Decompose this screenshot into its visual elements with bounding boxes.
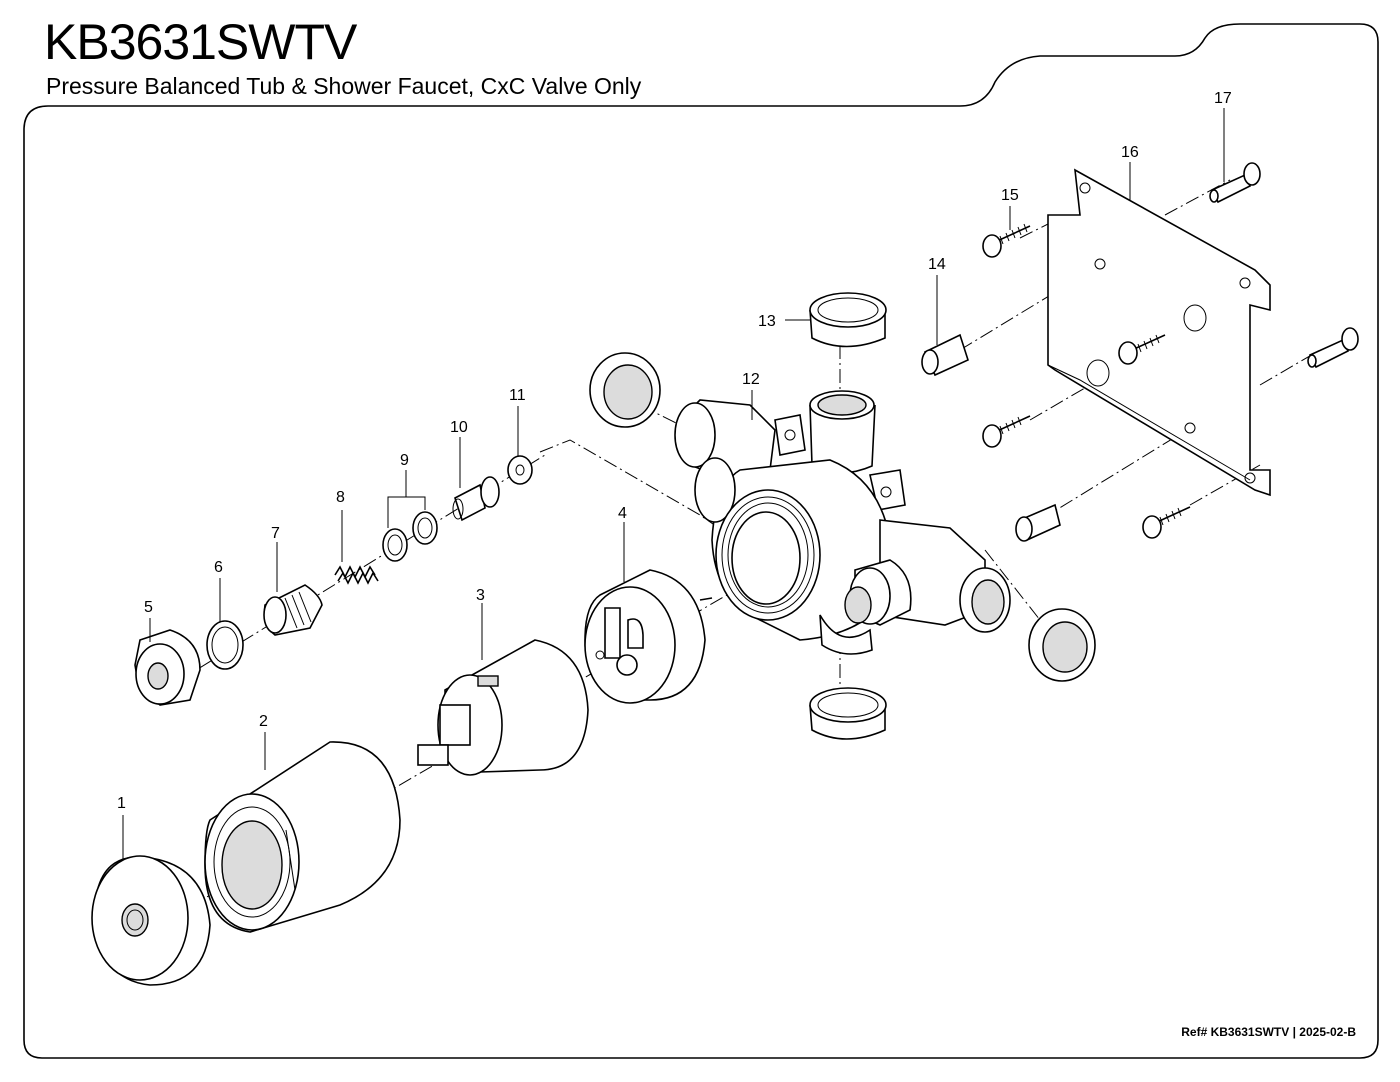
label-part-16: 16 <box>1121 144 1139 161</box>
part-6-oring <box>206 620 244 670</box>
part-5-nut <box>134 629 201 706</box>
part-16-mounting-plate <box>1047 168 1271 497</box>
label-part-13: 13 <box>758 313 776 330</box>
label-part-11: 11 <box>509 387 526 404</box>
screw-bottom <box>1142 506 1191 539</box>
label-part-2: 2 <box>259 713 268 730</box>
adapter-ring-right <box>1028 608 1096 682</box>
screw-middle <box>1118 334 1166 365</box>
part-11-washer <box>507 455 533 485</box>
part-13-adapter-ring <box>809 292 887 348</box>
part-2-sleeve <box>204 741 401 933</box>
model-description: Pressure Balanced Tub & Shower Faucet, C… <box>46 73 642 99</box>
label-part-4: 4 <box>618 505 627 522</box>
label-part-15: 15 <box>1001 187 1019 204</box>
adapter-ring-bottom <box>809 687 887 740</box>
part-1-cap <box>91 855 211 986</box>
label-part-7: 7 <box>271 525 280 542</box>
label-part-17: 17 <box>1214 90 1232 107</box>
part-12-valve-body <box>674 390 1011 655</box>
label-part-8: 8 <box>336 489 345 506</box>
part-15-screw-upper <box>982 223 1031 258</box>
screw-lower-left <box>982 415 1031 448</box>
part-number-labels: 1 2 3 4 5 6 7 8 9 10 11 12 13 14 15 16 1… <box>117 90 1232 812</box>
leader-lines <box>122 108 1225 860</box>
label-part-9: 9 <box>400 452 409 469</box>
part-7-check-stop <box>263 584 323 636</box>
label-part-12: 12 <box>742 371 760 388</box>
model-title: KB3631SWTV <box>44 14 357 70</box>
part-3-cartridge <box>417 639 589 776</box>
part-9-washers <box>382 496 438 562</box>
part-4-balance-unit <box>584 569 713 704</box>
label-part-3: 3 <box>476 587 485 604</box>
assembly-centerlines <box>149 179 1321 931</box>
part-14-spacer-upper <box>921 333 969 377</box>
adapter-ring-left <box>589 352 661 428</box>
label-part-6: 6 <box>214 559 223 576</box>
drawing-frame <box>23 23 1379 1059</box>
reference-code: Ref# KB3631SWTV | 2025-02-B <box>1181 1025 1356 1039</box>
label-part-1: 1 <box>117 795 126 812</box>
part-8-spring <box>334 565 379 585</box>
label-part-5: 5 <box>144 599 153 616</box>
part-10-stem <box>452 476 500 522</box>
part-17-bolt-upper <box>1209 162 1261 204</box>
label-part-10: 10 <box>450 419 468 436</box>
part-14-spacer-lower <box>1015 503 1061 542</box>
label-part-14: 14 <box>928 256 946 273</box>
bolt-lower <box>1307 327 1359 369</box>
